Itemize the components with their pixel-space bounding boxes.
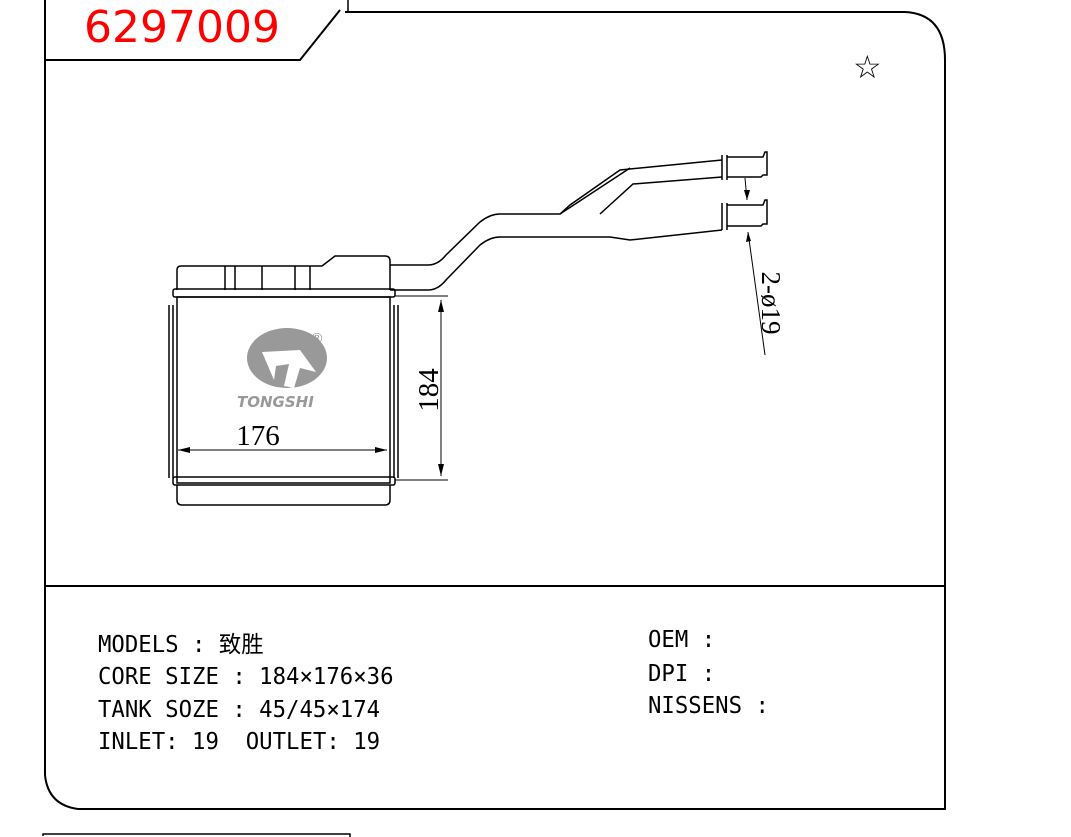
spec-tank-size: TANK SOZE : 45/45×174 — [98, 697, 381, 723]
star-outline-icon[interactable]: ☆ — [853, 48, 882, 86]
spec-dpi: DPI : — [648, 661, 716, 687]
registered-mark: ® — [310, 331, 324, 347]
logo-text: TONGSHI — [237, 393, 314, 411]
spec-inlet-outlet: INLET: 19 OUTLET: 19 — [98, 729, 381, 755]
spec-models: MODELS : 致胜 — [98, 632, 264, 658]
spec-core-size: CORE SIZE : 184×176×36 — [98, 664, 394, 690]
height-dimension: 184 — [413, 368, 445, 412]
spec-oem: OEM : — [648, 627, 716, 653]
width-dimension: 176 — [236, 420, 280, 452]
spec-nissens: NISSENS : — [648, 693, 769, 719]
dimension-arrows — [178, 190, 751, 476]
pipe-dimension: 2-ø19 — [756, 272, 786, 335]
part-number: 6297009 — [84, 2, 280, 53]
heater-core-outline — [168, 151, 768, 506]
sheet-frame — [42, 0, 946, 837]
tongshi-logo: TONGSHI ® — [237, 328, 327, 411]
